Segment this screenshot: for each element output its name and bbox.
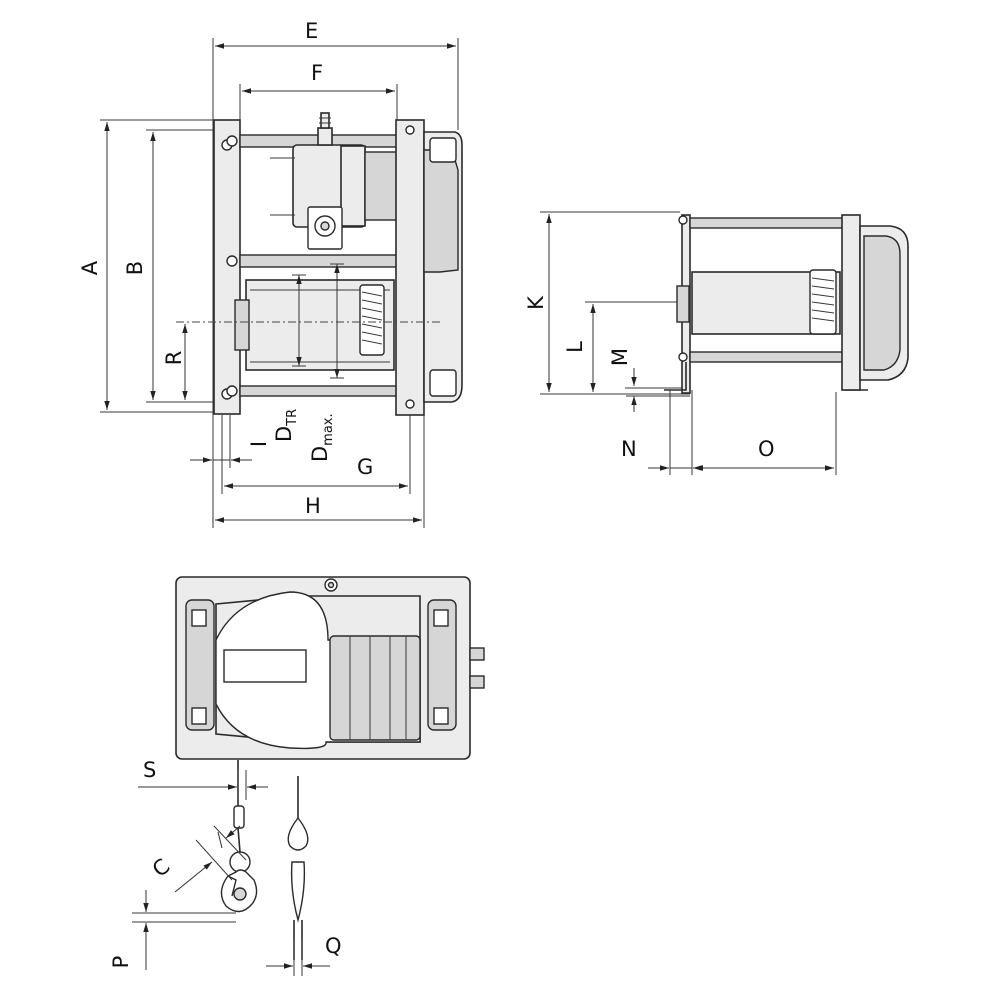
dim-label-L: L	[563, 341, 587, 353]
dim-label-P: P	[109, 956, 133, 969]
dim-label-B: B	[123, 261, 147, 275]
hook-icon	[220, 851, 258, 913]
dim-label-I: I	[247, 441, 271, 447]
dim-label-O: O	[758, 437, 775, 461]
dim-label-F: F	[311, 61, 323, 85]
dim-label-H: H	[305, 494, 321, 518]
front-view: E F A B R DTR Dmax. I G H	[78, 19, 463, 528]
dim-label-M: M	[608, 348, 632, 366]
dim-label-S: S	[143, 758, 156, 782]
right-motor-housing	[395, 119, 425, 416]
dim-label-E: E	[305, 19, 318, 43]
dim-label-D-tr: DTR	[272, 409, 300, 442]
left-mounting-plate	[213, 119, 241, 415]
dim-label-G: G	[357, 455, 373, 479]
rope-loop-thimble	[287, 816, 309, 851]
dim-label-D-max: Dmax.	[308, 413, 336, 462]
dim-label-A: A	[78, 260, 102, 275]
dim-label-K: K	[524, 295, 548, 310]
dim-label-R: R	[162, 351, 186, 366]
dim-label-C: C	[148, 854, 175, 882]
dim-label-N: N	[621, 437, 637, 461]
side-view: K L M N O	[524, 211, 909, 475]
top-view: S C P Q	[109, 576, 485, 976]
dim-label-Q: Q	[325, 934, 342, 958]
rope-coil	[359, 284, 385, 356]
